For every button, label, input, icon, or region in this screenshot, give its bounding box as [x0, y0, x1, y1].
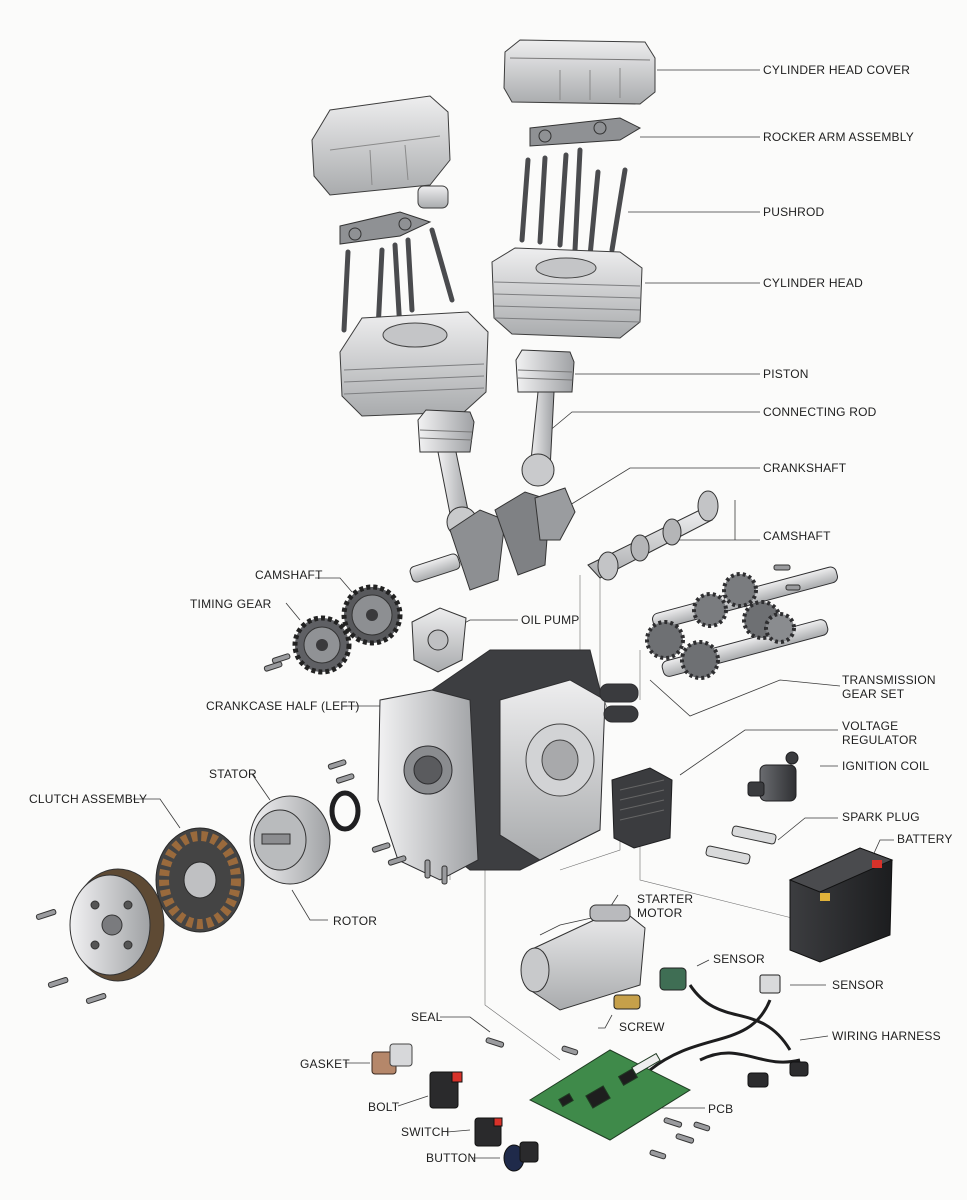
- label-button: BUTTON: [426, 1151, 477, 1165]
- leader-lines: [133, 69, 894, 1159]
- clutch-assembly: [69, 868, 165, 982]
- leader-screw: [598, 1014, 613, 1029]
- harness-connectors: [747, 1061, 809, 1088]
- label-voltage-regulator: VOLTAGE REGULATOR: [842, 719, 918, 747]
- label-rotor: ROTOR: [333, 914, 378, 928]
- ignition-coil: [747, 751, 799, 802]
- crankshaft: [409, 487, 576, 591]
- label-screw: SCREW: [619, 1020, 665, 1034]
- leader-wiring: [799, 1035, 829, 1041]
- cylinder-head-right: [491, 247, 643, 339]
- stator: [155, 827, 245, 933]
- crankcase: [377, 649, 639, 881]
- label-camshaft-left: CAMSHAFT: [255, 568, 323, 582]
- cylinder-head-cover-left: [311, 95, 451, 209]
- leader-camshaft-left: [315, 577, 353, 593]
- label-camshaft-right: CAMSHAFT: [763, 529, 831, 543]
- rocker-switch: [429, 1071, 463, 1109]
- oil-pump: [411, 607, 467, 673]
- left-bolts: [35, 759, 448, 1004]
- battery: [788, 847, 894, 963]
- wiring-harness: [649, 984, 801, 1072]
- leader-spark-plug: [777, 817, 838, 841]
- label-cylinder-head-cover: CYLINDER HEAD COVER: [763, 63, 911, 77]
- leader-rotor: [291, 889, 328, 921]
- push-button: [503, 1141, 539, 1172]
- label-wiring-harness: WIRING HARNESS: [832, 1029, 941, 1043]
- label-starter-motor: STARTER MOTOR: [637, 892, 694, 920]
- seal-ring: [329, 790, 361, 832]
- pistons: [417, 349, 575, 453]
- cylinder-head-cover-right: [503, 39, 656, 105]
- leader-seal: [440, 1016, 491, 1033]
- label-stator: STATOR: [209, 767, 257, 781]
- leader-connecting-rod: [547, 411, 760, 433]
- gasket: [371, 1043, 413, 1075]
- leader-crankshaft: [569, 467, 760, 506]
- label-pcb: PCB: [708, 1102, 734, 1116]
- leader-timing-gear: [285, 602, 301, 621]
- timing-gear: [292, 615, 352, 675]
- bottom-bolts: [485, 1037, 711, 1160]
- camshaft-right: [587, 490, 719, 581]
- label-clutch-assembly: CLUTCH ASSEMBLY: [29, 792, 148, 806]
- label-crankcase-half-left: CRANKCASE HALF (LEFT): [206, 699, 360, 713]
- label-sensor-2: SENSOR: [832, 978, 884, 992]
- sensors: [613, 967, 781, 1010]
- label-piston: PISTON: [763, 367, 809, 381]
- label-rocker-arm-assembly: ROCKER ARM ASSEMBLY: [763, 130, 914, 144]
- cylinder-head-left: [339, 311, 489, 417]
- label-spark-plug: SPARK PLUG: [842, 810, 920, 824]
- leader-bolt: [397, 1095, 429, 1107]
- pcb: [528, 1049, 692, 1141]
- leader-transmission: [649, 679, 841, 717]
- label-timing-gear: TIMING GEAR: [190, 597, 272, 611]
- label-ignition-coil: IGNITION COIL: [842, 759, 930, 773]
- label-connecting-rod: CONNECTING ROD: [763, 405, 877, 419]
- voltage-regulator: [611, 767, 673, 849]
- label-transmission-gear-set: TRANSMISSION GEAR SET: [842, 673, 936, 701]
- toggle-switch: [474, 1117, 503, 1147]
- leader-sensor-1: [696, 959, 710, 967]
- label-bolt: BOLT: [368, 1100, 400, 1114]
- label-gasket: GASKET: [300, 1057, 350, 1071]
- mid-bolts: [263, 653, 291, 672]
- rotor: [249, 795, 331, 885]
- label-pushrod: PUSHROD: [763, 205, 825, 219]
- leader-switch: [446, 1129, 471, 1133]
- starter-motor: [520, 904, 646, 1011]
- label-oil-pump: OIL PUMP: [521, 613, 580, 627]
- label-crankshaft: CRANKSHAFT: [763, 461, 847, 475]
- label-sensor-1: SENSOR: [713, 952, 765, 966]
- small-bolts-top-right: [773, 564, 801, 591]
- spark-plugs: [705, 825, 777, 865]
- leader-stator: [251, 773, 271, 801]
- transmission-gear-set: [645, 566, 838, 680]
- leader-voltage-regulator: [679, 729, 838, 776]
- label-cylinder-head: CYLINDER HEAD: [763, 276, 863, 290]
- rocker-arm-assembly: [339, 117, 642, 245]
- label-seal: SEAL: [411, 1010, 443, 1024]
- camshaft-gear: [341, 584, 403, 646]
- leader-clutch: [133, 798, 181, 829]
- label-switch: SWITCH: [401, 1125, 450, 1139]
- label-battery: BATTERY: [897, 832, 953, 846]
